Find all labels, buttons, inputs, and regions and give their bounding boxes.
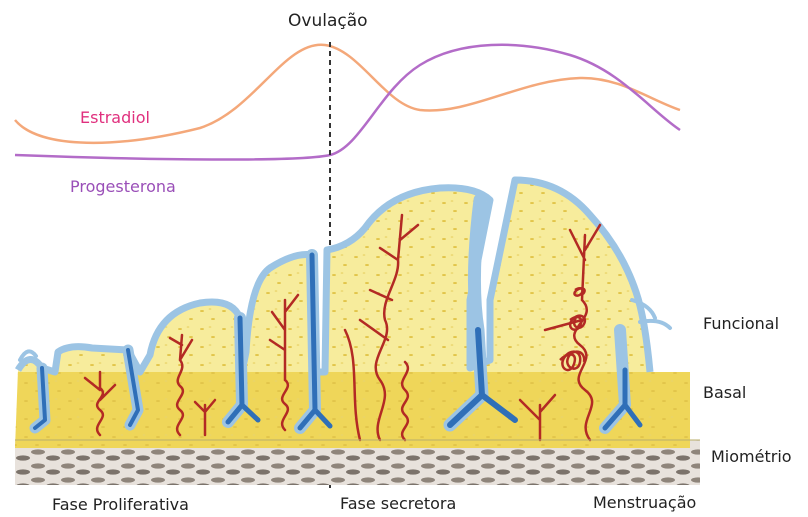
proliferative-phase-label: Fase Proliferativa [52, 495, 189, 514]
basal-layer-label: Basal [703, 383, 746, 402]
secretory-phase-label: Fase secretora [340, 494, 456, 513]
estradiol-label: Estradiol [80, 108, 150, 127]
progesterone-label: Progesterona [70, 177, 176, 196]
myometrium-label: Miométrio [711, 447, 792, 466]
menstruation-label: Menstruação [593, 493, 696, 512]
functional-layer-label: Funcional [703, 314, 779, 333]
ovulation-label: Ovulação [288, 11, 368, 31]
